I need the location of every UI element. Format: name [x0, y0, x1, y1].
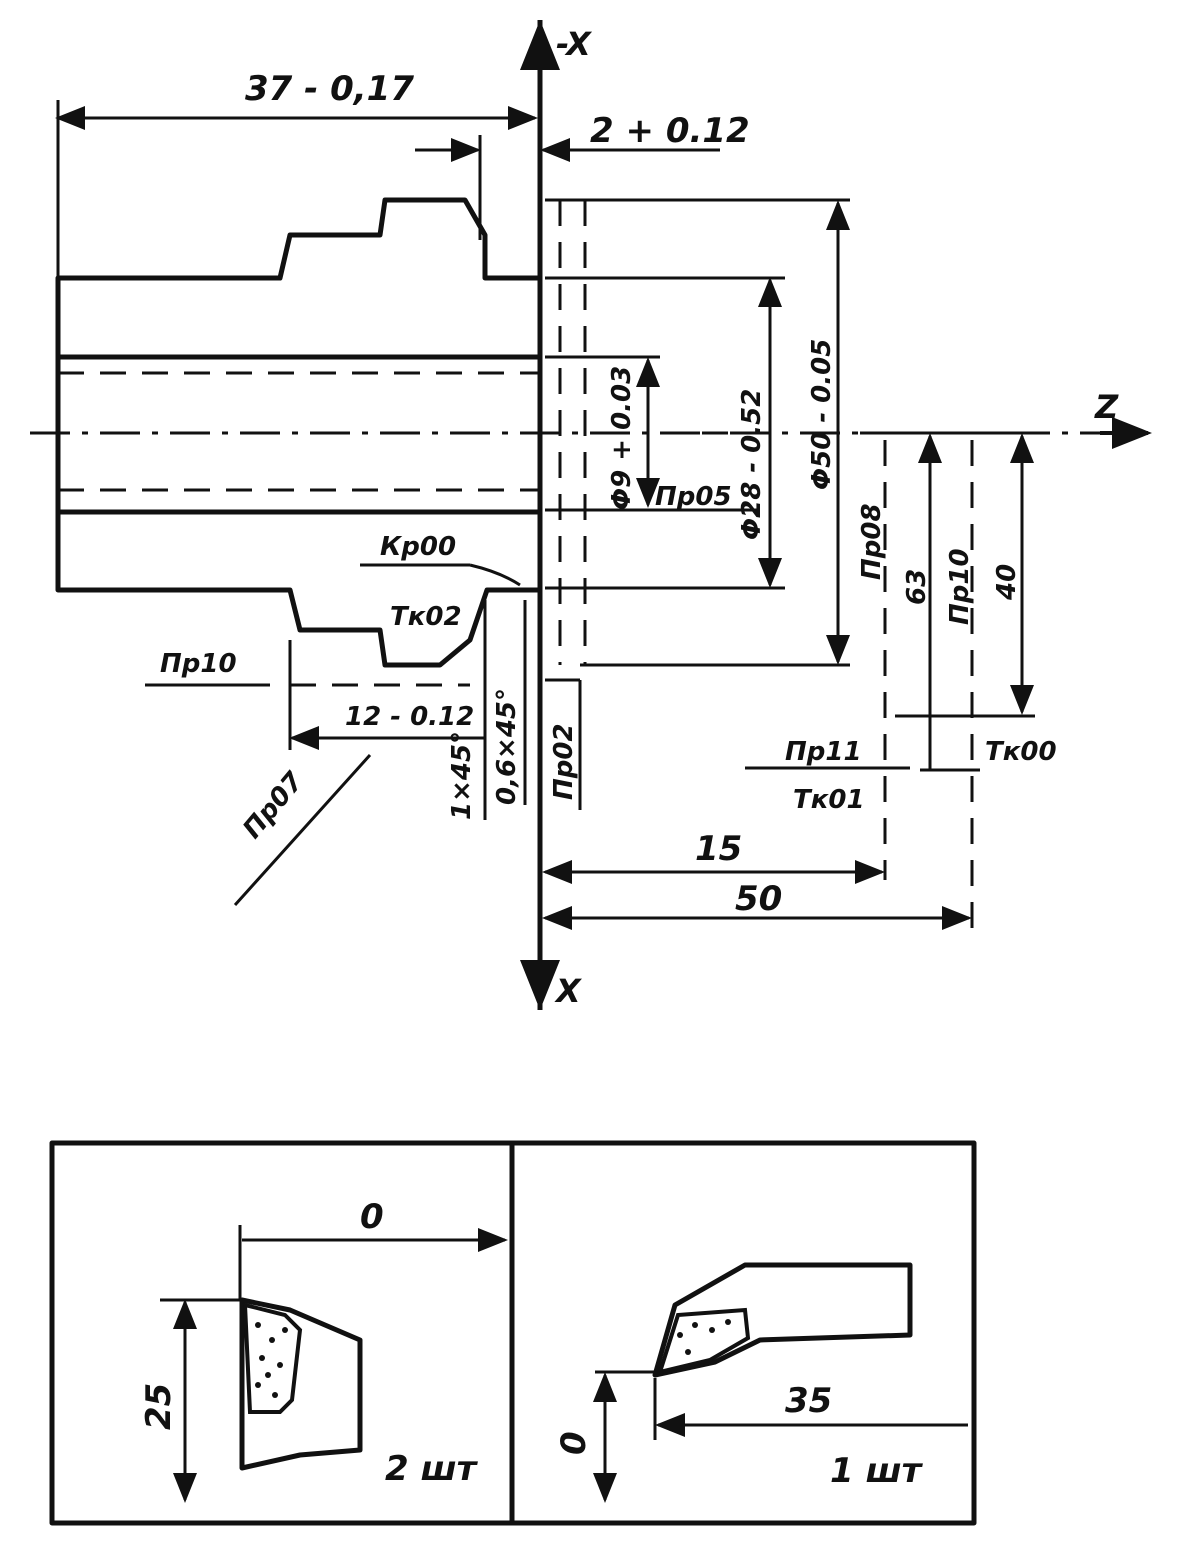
- chamfer-a-label: 0,6×45°: [492, 688, 522, 805]
- point-kr00: Кр00: [380, 532, 456, 562]
- overall-length-label: 37 - 0,17: [245, 69, 414, 109]
- dia-inner-label: Φ28 - 0.52: [737, 389, 767, 540]
- point-pr02: Пр02: [549, 723, 579, 800]
- point-tk02: Тк02: [390, 602, 462, 632]
- tool-1-count-label: 2 шт: [385, 1449, 479, 1489]
- point-pr11: Пр11: [785, 737, 862, 767]
- tool-2-offset-label: 0: [554, 1431, 594, 1455]
- ref-63-label: 63: [902, 569, 932, 605]
- tool-1: 0 25 2 шт: [139, 1197, 508, 1503]
- dia-outer-label: Φ50 - 0.05: [807, 339, 837, 490]
- axis-lines: [30, 20, 1152, 1010]
- ref-40-label: 40: [992, 564, 1022, 601]
- point-pr10-left: Пр10: [160, 649, 237, 679]
- neg-x-axis-label: -X: [556, 25, 592, 63]
- groove-length-label: 12 - 0.12: [345, 702, 474, 732]
- len-50-label: 50: [735, 879, 782, 919]
- point-tk01: Тк01: [793, 785, 865, 815]
- part-section-upper: [55, 197, 543, 360]
- z-axis-label: Z: [1094, 388, 1119, 426]
- chamfer-b-label: 1×45°: [447, 731, 477, 820]
- tool-2-body: [652, 1262, 913, 1378]
- point-pr05: Пр05: [655, 482, 732, 512]
- point-pr08: Пр08: [857, 503, 887, 580]
- len-15-label: 15: [695, 829, 742, 869]
- tool-2-length-label: 35: [785, 1381, 832, 1421]
- tool-2-insert: [657, 1307, 751, 1375]
- tool-1-offset-label: 0: [360, 1197, 384, 1237]
- part-section-lower: [55, 509, 543, 668]
- tool-2-insert-dots: [677, 1319, 731, 1355]
- tool-1-insert-dots: [255, 1322, 288, 1398]
- x-axis-label: X: [554, 972, 582, 1010]
- point-pr10-right: Пр10: [945, 548, 975, 625]
- tool-1-height-label: 25: [139, 1383, 179, 1430]
- dia-bore-label: Φ9 + 0.03: [607, 366, 637, 510]
- tool-1-body: [239, 1297, 363, 1471]
- shoulder-dim-label: 2 + 0.12: [590, 111, 750, 151]
- tool-2: 0 35 1 шт: [554, 1262, 968, 1503]
- tool-2-count-label: 1 шт: [830, 1451, 924, 1491]
- point-tk00: Тк00: [985, 737, 1057, 767]
